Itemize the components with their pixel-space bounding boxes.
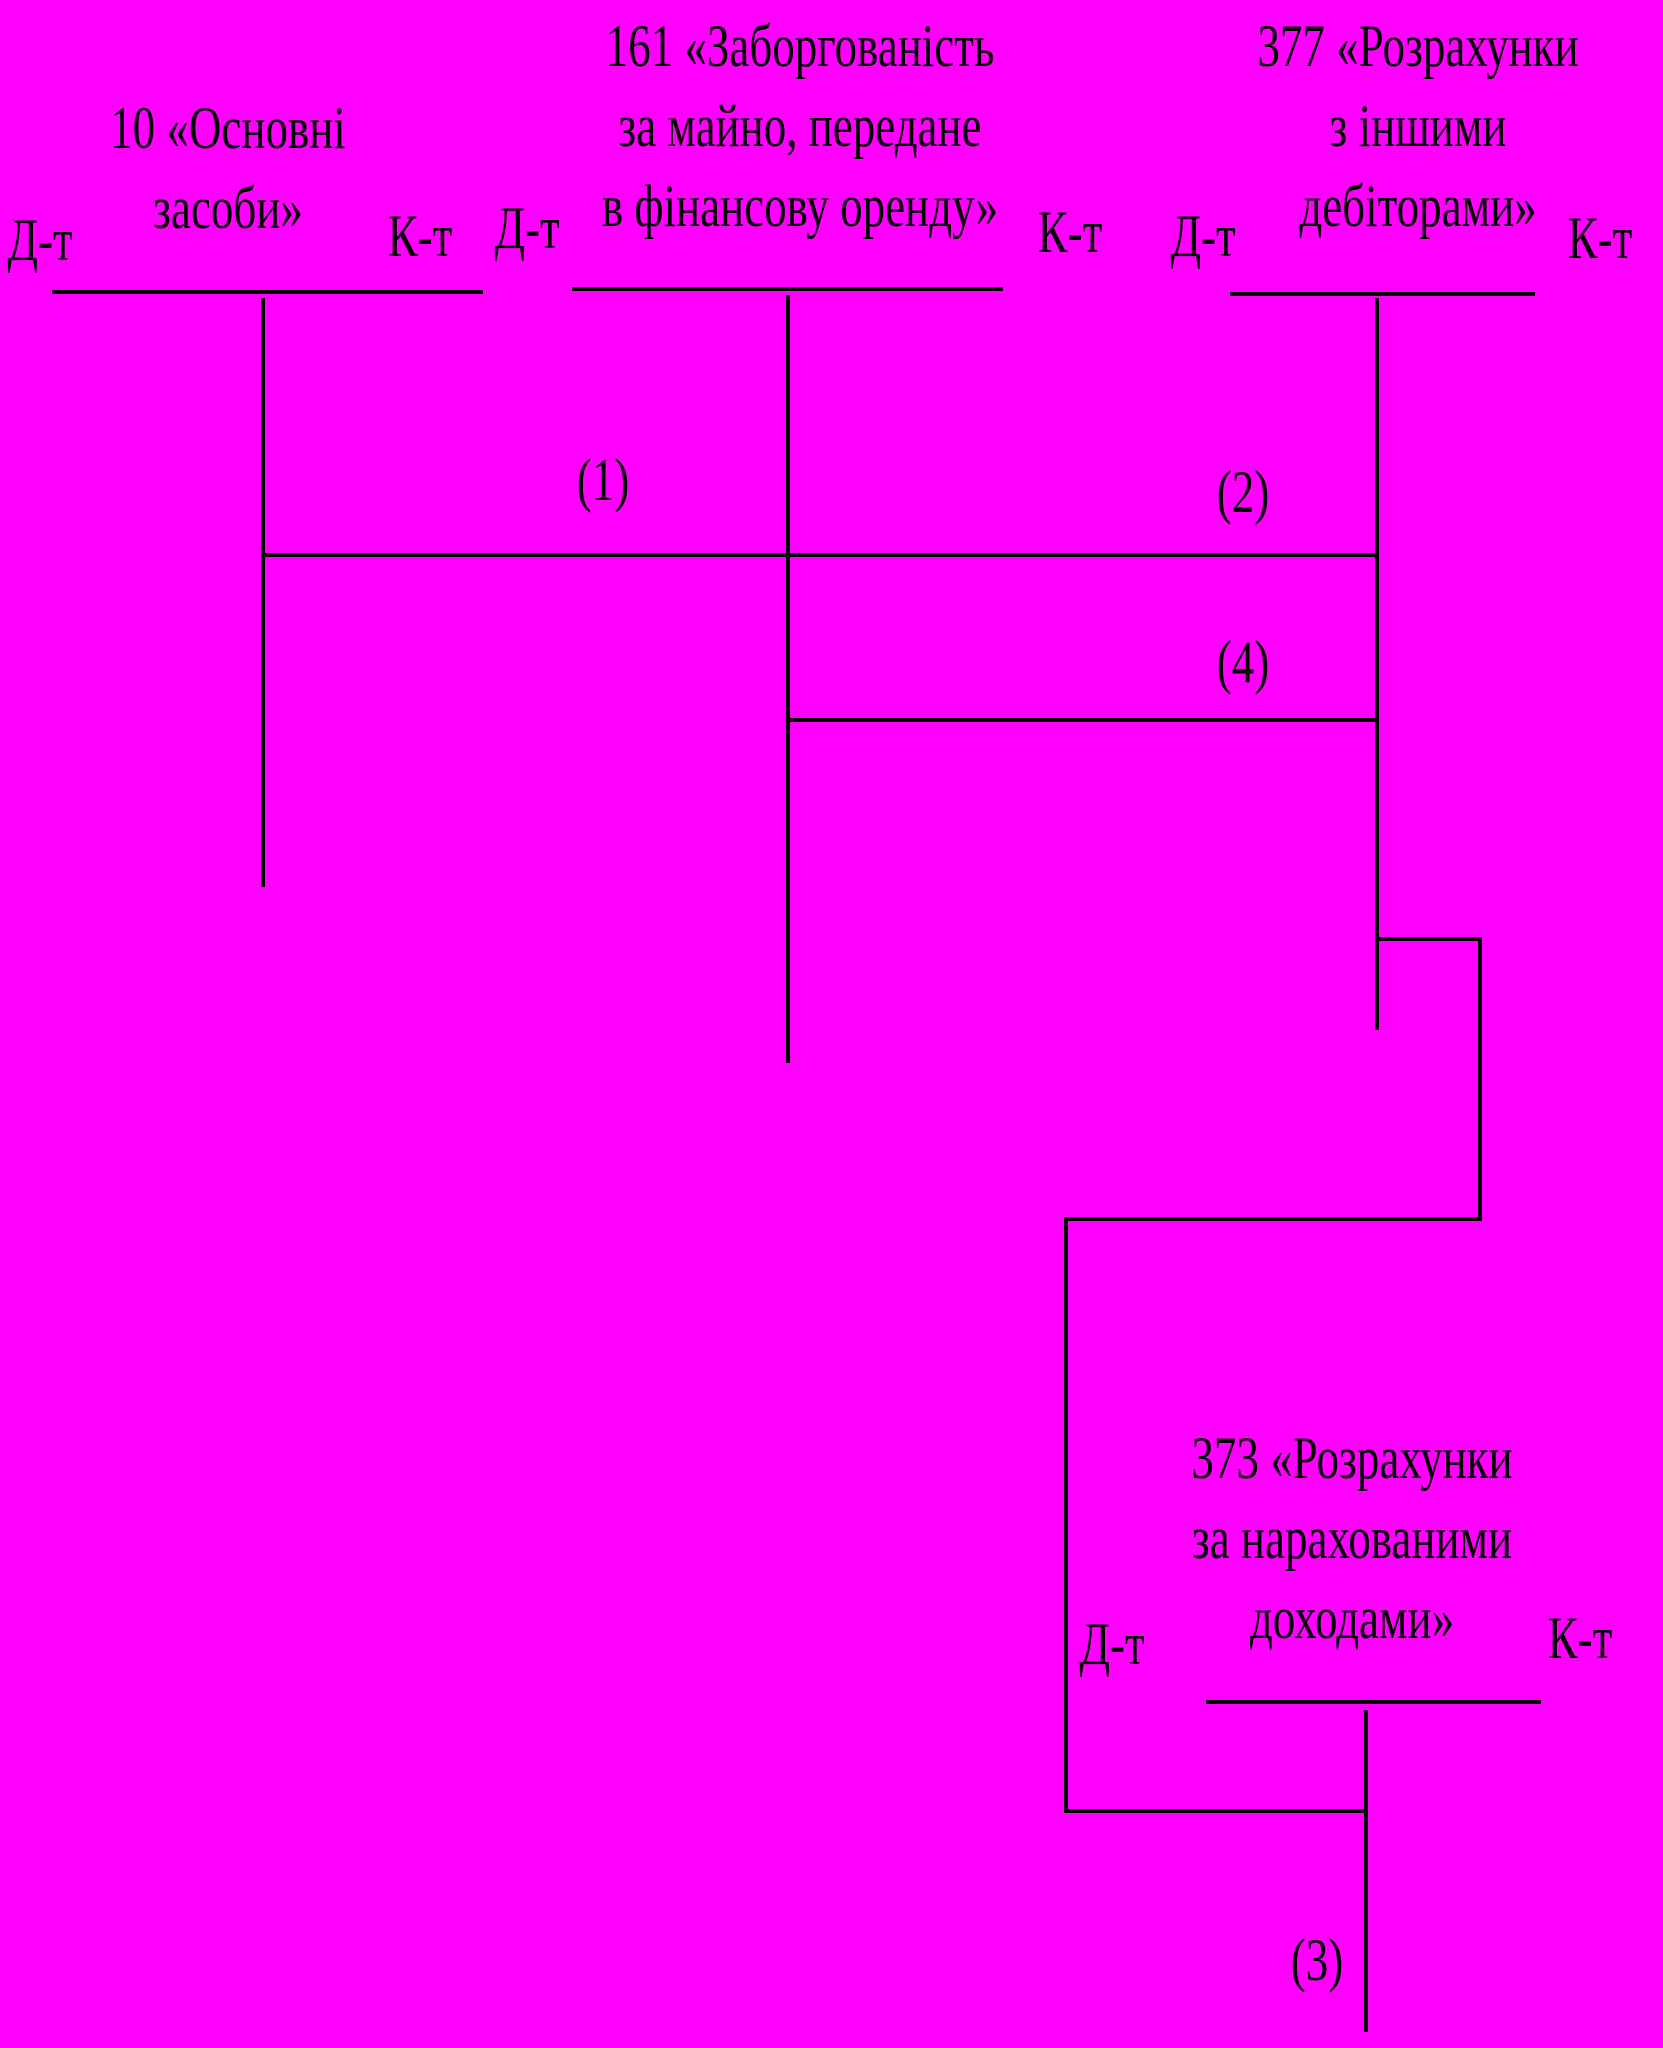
acc161-title-line1: 161 «Заборгованість xyxy=(605,13,995,79)
entry-3-label: (3) xyxy=(1290,1927,1344,1993)
acc377-title: 377 «Розрахунки з іншими дебіторами» xyxy=(1186,6,1651,246)
acc10-title: 10 «Основні засоби» xyxy=(0,88,461,248)
acc377-title-line1: 377 «Розрахунки xyxy=(1257,13,1579,79)
acc373-title: 373 «Розрахунки за нарахованими доходами… xyxy=(1120,1418,1585,1658)
entry-4-label: (4) xyxy=(1216,629,1270,695)
acc161-debit-label: Д-т xyxy=(494,195,560,261)
acc10-credit-label: К-т xyxy=(387,203,453,269)
acc377-title-line3: дебіторами» xyxy=(1299,173,1537,239)
acc373-title-line3: доходами» xyxy=(1249,1585,1455,1651)
acc161-credit-label: К-т xyxy=(1037,199,1103,265)
acc373-credit-label: К-т xyxy=(1547,1605,1613,1671)
entry-3-connector xyxy=(1064,937,1482,1813)
acc377-title-line2: з іншими xyxy=(1329,93,1507,159)
acc161-title-line2: за майно, передане xyxy=(618,93,982,159)
acc373-title-line2: за нарахованими xyxy=(1191,1505,1513,1571)
acc373-debit-label: Д-т xyxy=(1079,1611,1145,1677)
acc10-debit-label: Д-т xyxy=(7,207,73,273)
acc373-title-line1: 373 «Розрахунки xyxy=(1191,1425,1513,1491)
acc161-title-line3: в фінансову оренду» xyxy=(601,173,999,239)
entry-2-label: (2) xyxy=(1216,459,1270,525)
entry-1-label: (1) xyxy=(576,447,630,513)
acc377-credit-label: К-т xyxy=(1567,205,1633,271)
acc377-debit-label: Д-т xyxy=(1170,203,1236,269)
acc161-title: 161 «Заборгованість за майно, передане в… xyxy=(568,6,1033,246)
acc10-title-line2: засоби» xyxy=(153,175,303,241)
acc10-title-line1: 10 «Основні xyxy=(110,95,346,161)
